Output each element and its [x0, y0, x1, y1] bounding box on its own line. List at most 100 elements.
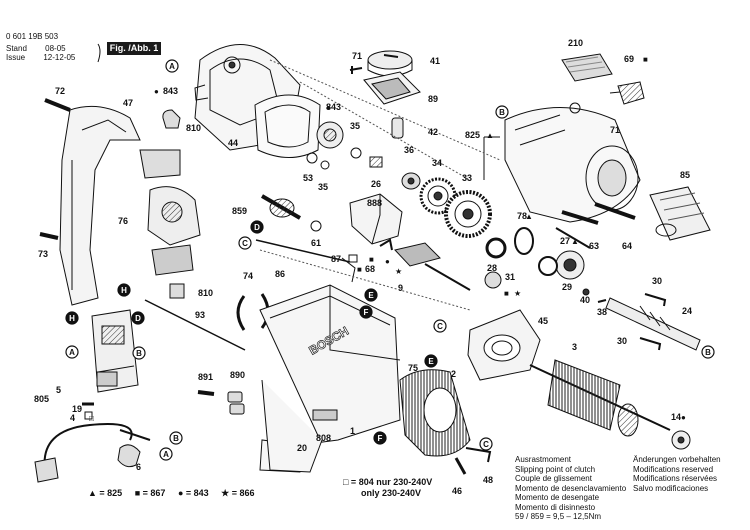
symbol-mark-icon: ●: [681, 413, 686, 422]
part-number-87: 87: [331, 254, 341, 264]
screw-64-part: [594, 202, 636, 220]
part-number-1: 1: [350, 426, 355, 436]
mod-line: Salvo modificaciones: [633, 483, 709, 493]
part-number-63: 63: [589, 241, 599, 251]
part-number-33: 33: [462, 173, 472, 183]
washer-53-part: [306, 152, 318, 164]
brush-890b-part: [229, 403, 245, 415]
part-number-48: 48: [483, 475, 493, 485]
circlip-part: [538, 256, 558, 276]
ref-marker-c: C: [479, 437, 493, 451]
strain-relief-part: [117, 444, 141, 468]
ref-circle: [238, 236, 252, 250]
washer-part: [350, 147, 362, 159]
part-number-36: 36: [404, 145, 414, 155]
brush-holder-left-part: [236, 295, 246, 331]
depth-knob-part: [609, 81, 645, 105]
legend-star: ★ = 866: [221, 488, 255, 498]
drill-chuck-part: [649, 186, 711, 241]
ref-marker-c: C: [433, 319, 447, 333]
figure-label: Fig. /Abb. 1: [107, 42, 161, 55]
clutch-line: Ausrastmoment: [515, 455, 572, 464]
label-sticker-part: [561, 53, 613, 82]
ref-circle: [117, 283, 131, 297]
issue-row: Issue 12-12-05: [6, 53, 75, 63]
part-number-805: 805: [34, 394, 49, 404]
gear-housing-front-part: [504, 102, 641, 223]
ref-marker-b: B: [495, 105, 509, 119]
ref-letter: C: [483, 440, 489, 449]
slider-part: [394, 242, 441, 267]
part-number-76: 76: [118, 216, 128, 226]
clutch-line: Momento de desenclavamiento: [515, 483, 627, 493]
ref-letter: F: [378, 434, 383, 443]
part-number-47: 47: [123, 98, 133, 108]
part-number-808: 808: [316, 433, 331, 443]
symbol-mark-icon: ●: [326, 103, 331, 112]
part-number-61: 61: [311, 238, 321, 248]
part-number-93: 93: [195, 310, 205, 320]
rod-86-part: [255, 239, 351, 263]
part-number-78: 78: [517, 211, 527, 221]
part-number-29: 29: [562, 282, 572, 292]
stator-part: [399, 369, 471, 457]
part-number-64: 64: [622, 241, 632, 251]
ref-letter: A: [163, 450, 169, 459]
part-number-74: 74: [243, 271, 253, 281]
switch-bracket-part: [349, 193, 403, 245]
symbol-mark-icon: □: [89, 414, 94, 423]
ref-letter: H: [121, 286, 127, 295]
ref-marker-b: B: [132, 346, 146, 360]
legend-triangle: ▲ = 825: [88, 488, 123, 498]
ref-marker-f: F: [373, 431, 387, 445]
bracket-87-part: [341, 257, 356, 283]
clip-87-part: [348, 254, 358, 263]
gear-33-part: [444, 190, 492, 238]
symbol-legend: ▲ = 825 ■ = 867 ● = 843 ★ = 866: [88, 488, 265, 499]
voltage-note: □ = 804 nur 230-240V only 230-240V: [343, 477, 432, 499]
ref-marker-a: A: [165, 59, 179, 73]
bushing-part: [401, 172, 421, 190]
ref-marker-d: D: [131, 311, 145, 325]
part-number-44: 44: [228, 138, 238, 148]
part-number-40: 40: [580, 295, 590, 305]
ref-marker-b: B: [701, 345, 715, 359]
rod-9-part: [424, 263, 471, 291]
ref-marker-a: A: [159, 447, 173, 461]
part-number-6: 6: [136, 462, 141, 472]
ref-letter: B: [173, 434, 179, 443]
ref-marker-a: A: [65, 345, 79, 359]
ref-circle: [359, 305, 373, 319]
ref-circle: [65, 345, 79, 359]
part-number-41: 41: [430, 56, 440, 66]
ref-letter: B: [136, 349, 142, 358]
intermediate-shaft-part: [260, 194, 302, 220]
part-number-45: 45: [538, 316, 548, 326]
grip-part: [261, 379, 323, 473]
ref-letter: A: [69, 348, 75, 357]
part-number-20: 20: [297, 443, 307, 453]
clutch-note: Ausrastmoment Slipping point of clutch C…: [515, 455, 635, 522]
stand-value: 08-05: [45, 44, 66, 53]
ref-circle: [373, 431, 387, 445]
symbol-mark-icon: ■: [504, 289, 509, 298]
bearing-14-part: [671, 430, 691, 450]
washer-61-part: [310, 220, 322, 232]
pinion-part: [369, 156, 383, 168]
handle-part: [59, 105, 141, 306]
part-number-72: 72: [55, 86, 65, 96]
part-number-71: 71: [352, 51, 362, 61]
symbol-mark-icon: ●: [385, 257, 390, 266]
cover-part: [254, 94, 321, 158]
ref-circle: [479, 437, 493, 451]
part-number-825: 825: [465, 130, 480, 140]
part-number-89: 89: [428, 94, 438, 104]
part-number-810: 810: [186, 123, 201, 133]
ref-letter: H: [69, 314, 75, 323]
part-number-890: 890: [230, 370, 245, 380]
part-number-888: 888: [367, 198, 382, 208]
part-number-14: 14: [671, 412, 681, 422]
